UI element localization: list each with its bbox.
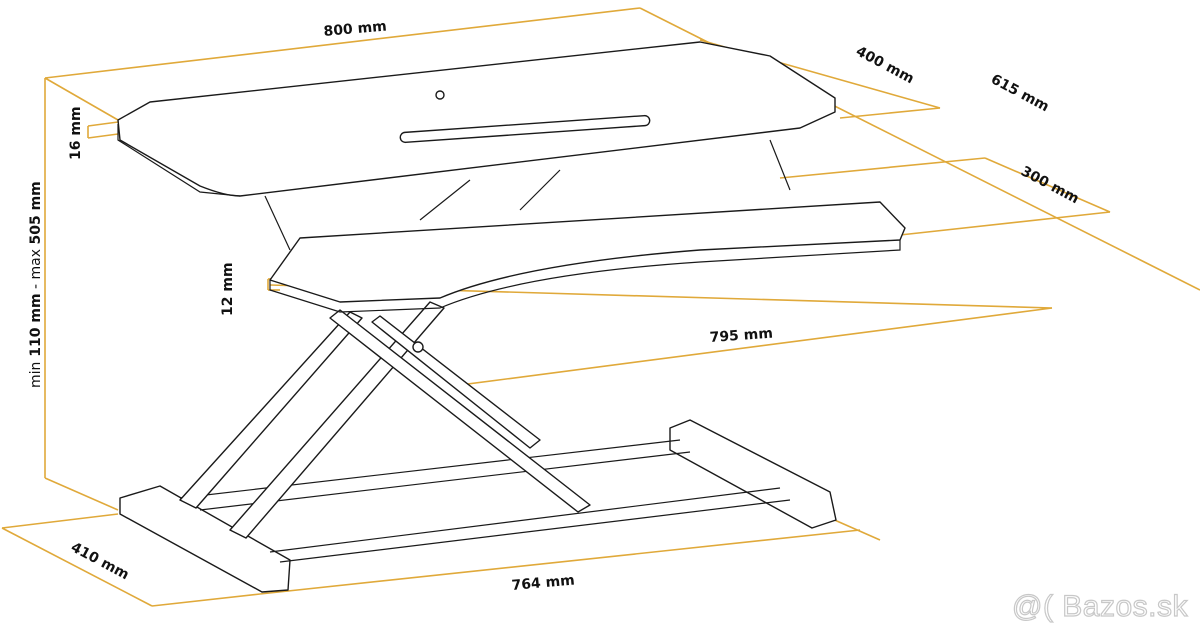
label-keyboard-width: 795 mm	[709, 326, 773, 346]
watermark: @( Bazos.sk	[1011, 589, 1188, 623]
scissor-mechanism	[179, 301, 591, 539]
label-keyboard-depth: 300 mm	[1018, 163, 1081, 207]
label-top-width: 800 mm	[323, 19, 387, 40]
label-top-depth: 400 mm	[853, 43, 916, 87]
keyboard-tray	[269, 201, 906, 313]
label-keyboard-thickness: 12 mm	[220, 262, 236, 316]
label-base-width: 764 mm	[511, 573, 575, 594]
label-total-depth: 615 mm	[988, 71, 1051, 115]
desk-top	[117, 41, 836, 251]
label-height-range: min 110 mm - max 505 mm	[28, 181, 44, 388]
label-top-thickness: 16 mm	[68, 106, 84, 160]
base-frame	[119, 419, 837, 593]
label-base-depth: 410 mm	[68, 539, 131, 583]
